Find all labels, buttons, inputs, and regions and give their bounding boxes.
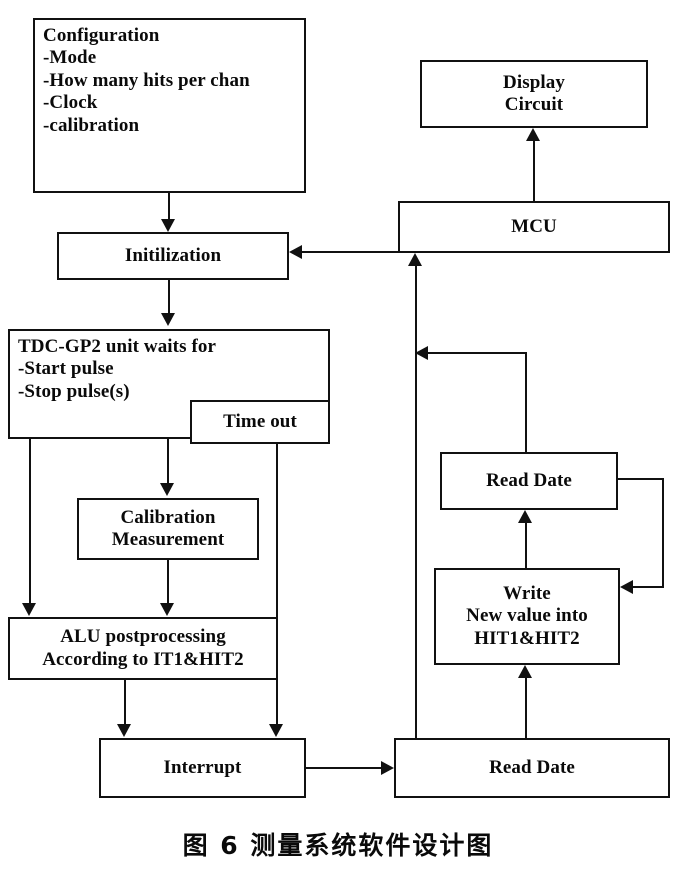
arrowhead-tdc-to-calibration — [160, 483, 174, 496]
node-read-date-bottom[interactable]: Read Date — [394, 738, 670, 798]
edge-loop-read-date-middle-out — [618, 478, 664, 480]
node-interrupt[interactable]: Interrupt — [99, 738, 306, 798]
edge-write-to-read-date-middle — [525, 523, 527, 568]
arrowhead-timeout-to-interrupt — [269, 724, 283, 737]
arrowhead-configuration-to-initialization — [161, 219, 175, 232]
node-display-circuit-label: Display Circuit — [503, 71, 565, 115]
edge-read-date-middle-top-riser — [525, 352, 527, 452]
node-read-date-middle[interactable]: Read Date — [440, 452, 618, 510]
arrowhead-read-date-bottom-to-mcu — [408, 253, 422, 266]
edge-initialization-to-tdc — [168, 280, 170, 315]
edge-mcu-to-initialization — [302, 251, 398, 253]
node-read-date-middle-label: Read Date — [486, 469, 572, 491]
edge-alu-to-interrupt — [124, 680, 126, 726]
arrowhead-calibration-to-alu — [160, 603, 174, 616]
arrowhead-write-to-read-date-middle — [518, 510, 532, 523]
edge-loop-into-write — [632, 586, 664, 588]
node-tdc-unit-label: TDC-GP2 unit waits for -Start pulse -Sto… — [18, 336, 216, 402]
node-display-circuit[interactable]: Display Circuit — [420, 60, 648, 128]
arrowhead-alu-to-interrupt — [117, 724, 131, 737]
figure-caption: 图 6 测量系统软件设计图 — [182, 831, 494, 860]
arrowhead-read-date-bottom-to-write — [518, 665, 532, 678]
node-calibration-measurement[interactable]: Calibration Measurement — [77, 498, 259, 560]
arrowhead-initialization-to-tdc — [161, 313, 175, 326]
arrowhead-read-date-middle-to-mcu-riser — [415, 346, 428, 360]
node-time-out[interactable]: Time out — [190, 400, 330, 444]
node-initialization-label: Initilization — [124, 244, 222, 266]
node-interrupt-label: Interrupt — [163, 756, 242, 778]
node-calibration-measurement-label: Calibration Measurement — [111, 506, 225, 550]
arrowhead-mcu-to-initialization — [289, 245, 302, 259]
edge-configuration-to-initialization — [168, 193, 170, 221]
edge-read-date-middle-to-mcu-riser — [428, 352, 527, 354]
arrowhead-loop-into-write — [620, 580, 633, 594]
node-configuration-label: Configuration -Mode -How many hits per c… — [43, 25, 250, 136]
node-mcu-label: MCU — [511, 215, 557, 237]
arrowhead-mcu-to-display — [526, 128, 540, 141]
arrowhead-interrupt-to-read-date-bottom — [381, 761, 394, 775]
node-write-hit-label: Write New value into HIT1&HIT2 — [466, 582, 588, 649]
node-write-hit[interactable]: Write New value into HIT1&HIT2 — [434, 568, 620, 665]
node-read-date-bottom-label: Read Date — [489, 756, 575, 778]
node-time-out-label: Time out — [223, 410, 297, 432]
edge-tdc-to-calibration — [167, 439, 169, 485]
edge-timeout-to-interrupt — [276, 444, 278, 726]
edge-interrupt-to-read-date-bottom — [306, 767, 382, 769]
node-alu-postprocessing-label: ALU postprocessing According to IT1&HIT2 — [42, 626, 244, 670]
edge-mcu-to-display — [533, 141, 535, 201]
edge-calibration-to-alu — [167, 560, 169, 605]
node-alu-postprocessing[interactable]: ALU postprocessing According to IT1&HIT2 — [8, 617, 278, 680]
node-initialization[interactable]: Initilization — [57, 232, 289, 280]
edge-read-date-bottom-to-write — [525, 678, 527, 738]
edge-tdc-to-alu — [29, 439, 31, 605]
node-mcu[interactable]: MCU — [398, 201, 670, 253]
arrowhead-tdc-to-alu — [22, 603, 36, 616]
edge-loop-read-date-middle-down — [662, 478, 664, 588]
node-configuration[interactable]: Configuration -Mode -How many hits per c… — [33, 18, 306, 193]
node-tdc-unit[interactable]: TDC-GP2 unit waits for -Start pulse -Sto… — [8, 329, 330, 439]
edge-read-date-bottom-to-mcu — [415, 266, 417, 738]
